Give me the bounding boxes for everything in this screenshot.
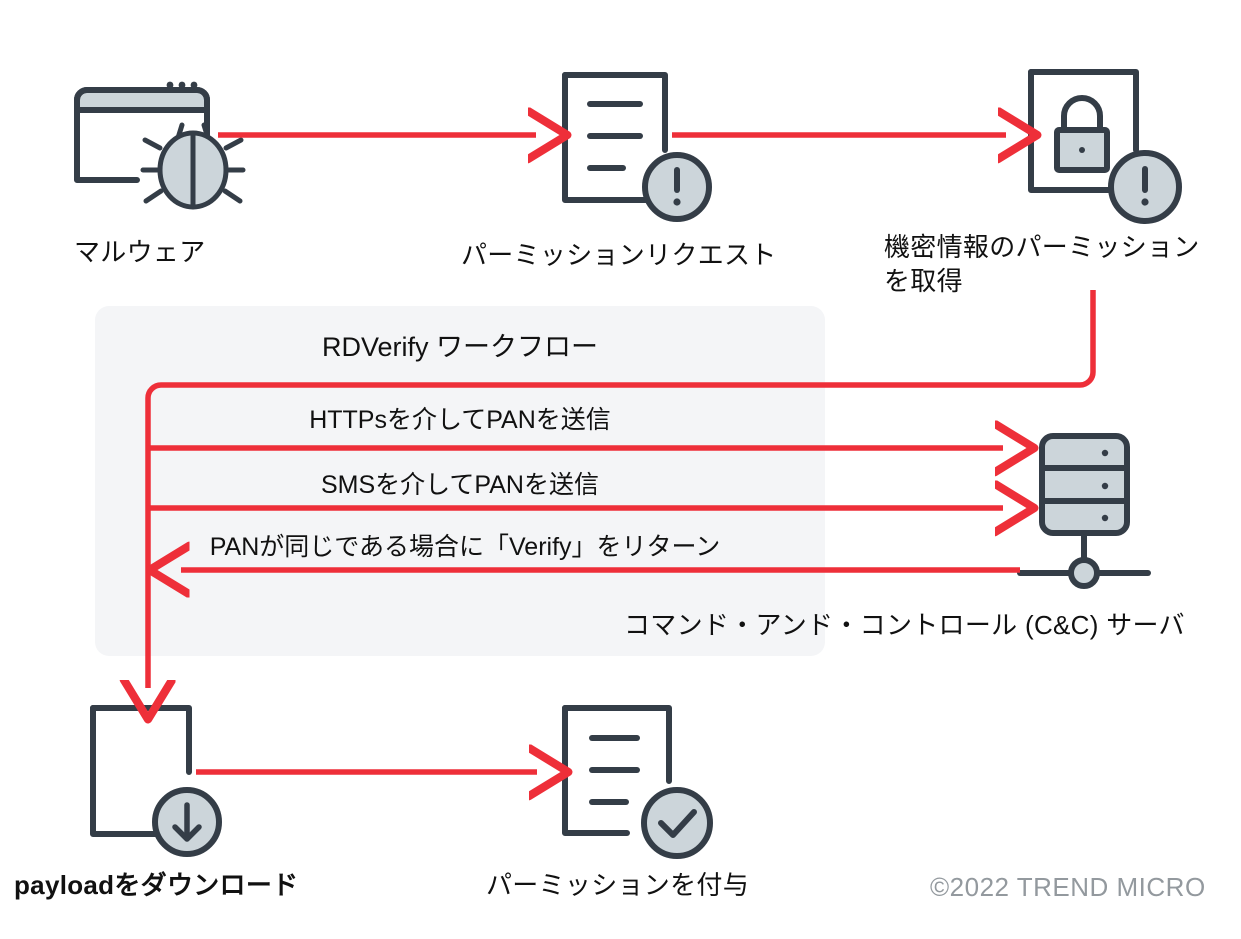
- label-permission-request: パーミッションリクエスト: [461, 240, 777, 270]
- label-cnc-server: コマンド・アンド・コントロール (C&C) サーバ: [624, 610, 1185, 640]
- check-badge-icon: [641, 787, 713, 859]
- browser-dots-icon: [166, 81, 198, 89]
- server-indicator-dots-icon: [1101, 449, 1109, 522]
- label-malware: マルウェア: [74, 237, 206, 267]
- workflow-step-https-pan: HTTPsを介してPANを送信: [309, 406, 611, 434]
- workflow-step-sms-pan: SMSを介してPANを送信: [321, 471, 599, 499]
- alert-badge-icon-2: [1108, 150, 1182, 224]
- document-alert-icon: [562, 72, 668, 203]
- server-rack-icon: [1039, 433, 1130, 536]
- workflow-step-verify-return: PANが同じである場合に「Verify」をリターン: [209, 533, 721, 561]
- label-sensitive-permission: 機密情報のパーミッション を取得: [884, 232, 1200, 297]
- workflow-title: RDVerify ワークフロー: [321, 332, 599, 362]
- server-network-link-icon: [1017, 530, 1151, 589]
- bug-icon: [140, 122, 246, 210]
- rdverify-workflow-panel: [95, 306, 825, 656]
- label-grant-permission: パーミッションを付与: [486, 870, 750, 900]
- download-badge-icon: [152, 787, 222, 857]
- copyright-notice: ©2022 TREND MICRO: [930, 872, 1206, 902]
- label-download-payload: payloadをダウンロード: [14, 870, 299, 900]
- alert-badge-icon: [642, 152, 712, 222]
- flow-path-permission-to-workflow: [148, 290, 1096, 688]
